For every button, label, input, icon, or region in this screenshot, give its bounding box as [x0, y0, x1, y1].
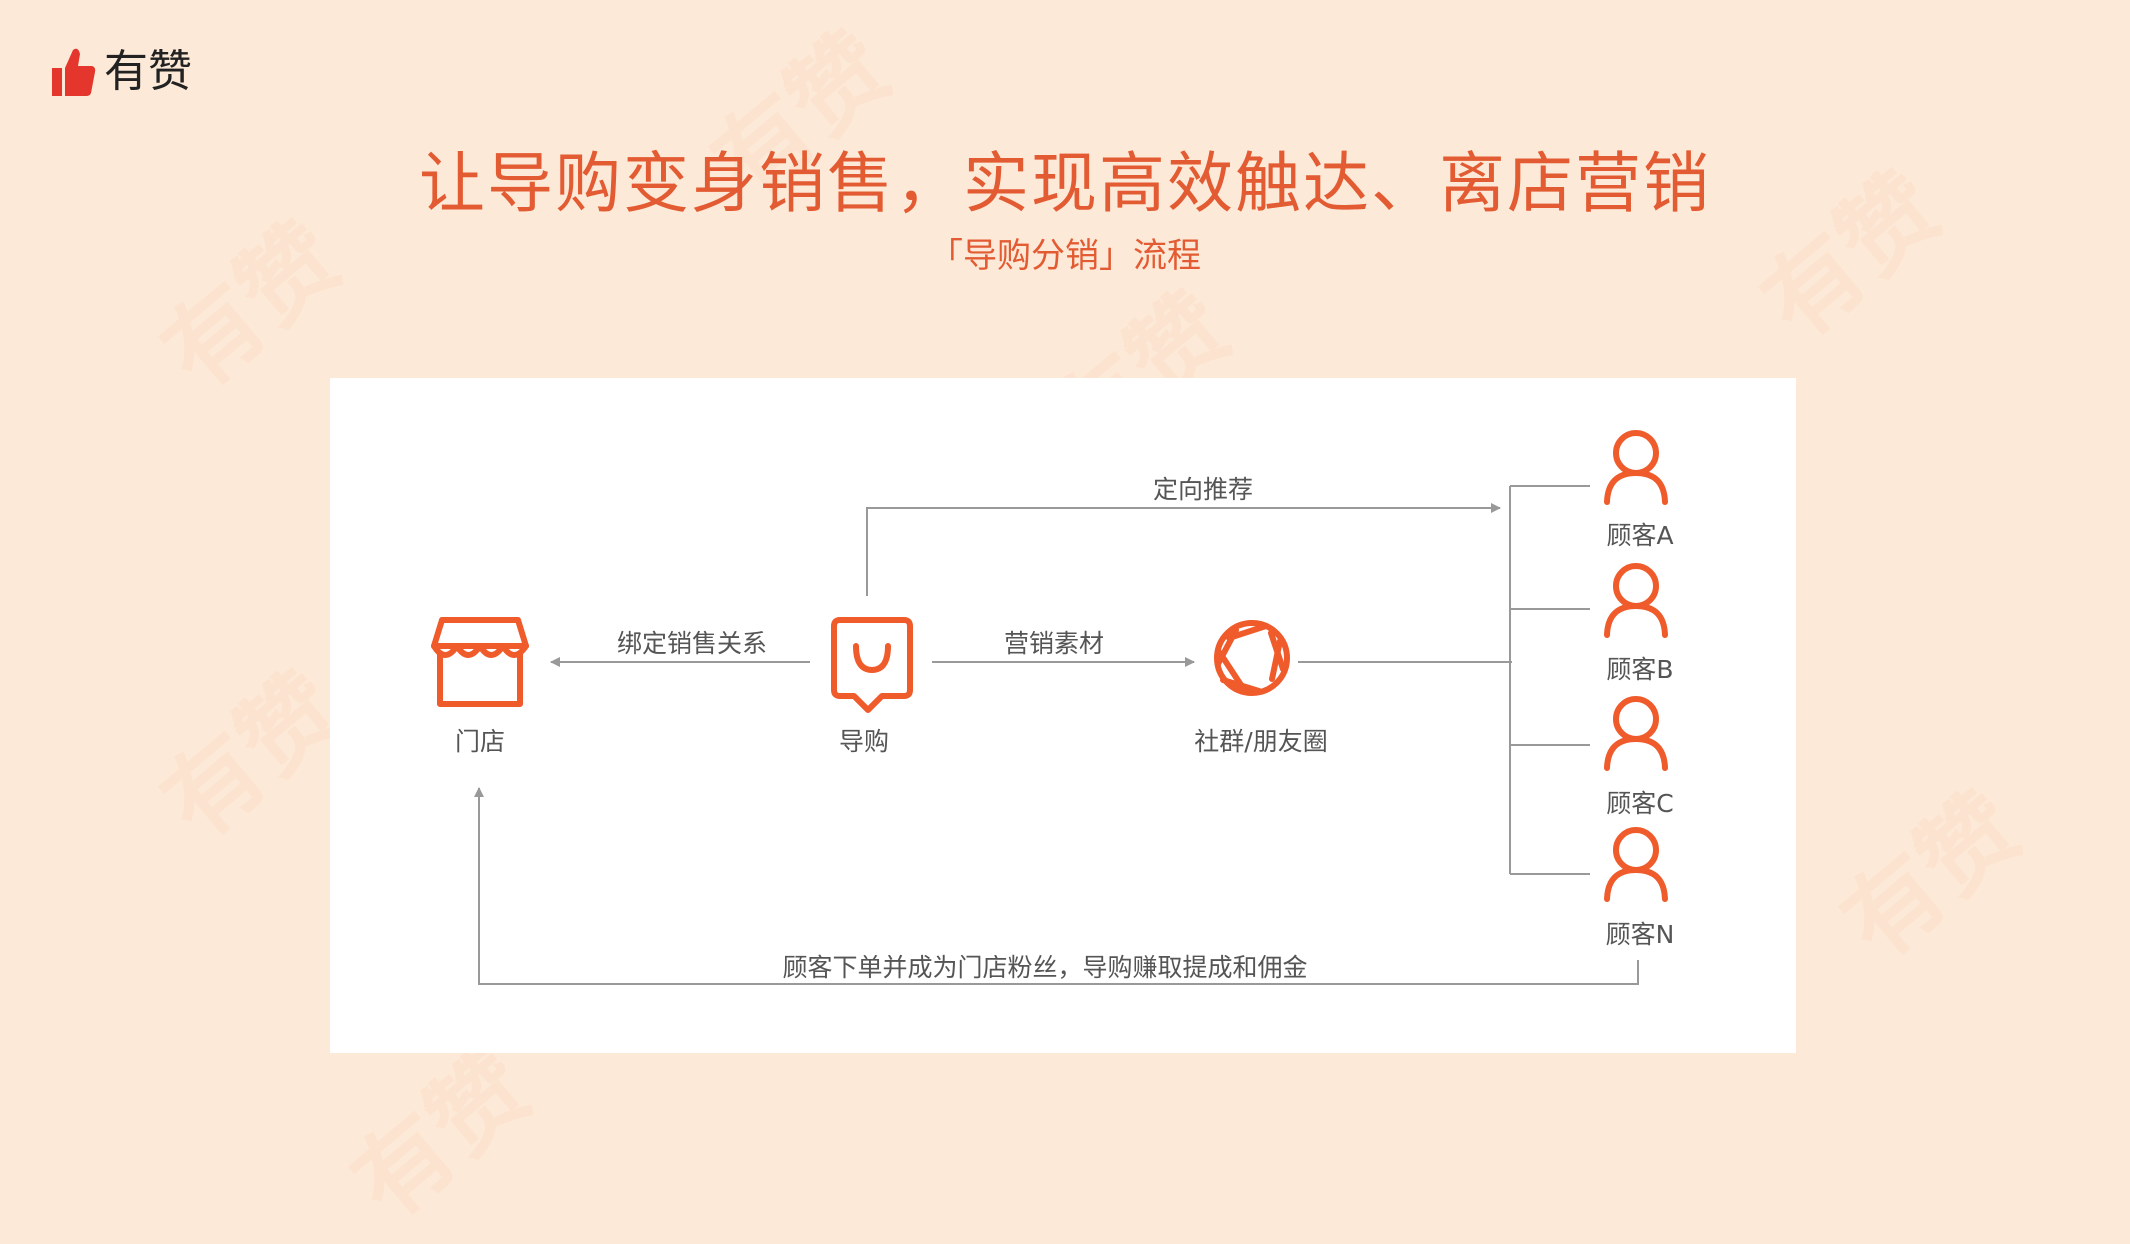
customer-label: 顾客N	[1605, 920, 1675, 949]
customer-label: 顾客B	[1606, 655, 1674, 684]
edge-label-direct: 定向推荐	[1152, 475, 1254, 504]
edge-label-bind: 绑定销售关系	[616, 629, 768, 658]
page-title: 让导购变身销售，实现高效触达、离店营销	[419, 145, 1711, 222]
edge-label-order: 顾客下单并成为门店粉丝，导购赚取提成和佣金	[782, 953, 1308, 982]
thumbs-up-icon	[52, 48, 96, 96]
node-label-store: 门店	[454, 727, 506, 756]
node-label-social: 社群/朋友圈	[1194, 727, 1328, 756]
person-icon	[1604, 827, 1668, 902]
watermark: 有赞	[1821, 771, 2042, 981]
edge-order	[474, 787, 1639, 985]
person-icon	[1604, 430, 1668, 505]
edge-label-material: 营销素材	[1003, 629, 1105, 658]
aperture-icon	[1214, 620, 1290, 696]
page-subtitle: 「导购分销」流程	[929, 236, 1201, 276]
customer-label: 顾客C	[1606, 789, 1674, 818]
person-icon	[1604, 696, 1668, 771]
store-icon	[431, 617, 529, 707]
node-label-guide: 导购	[838, 727, 890, 756]
flow-diagram: 门店 导购 社群/朋友圈 顾客A 顾客B 顾客C 顾客N 绑定销售关系 营销素材…	[330, 378, 1796, 1053]
chat-smile-icon	[831, 617, 913, 713]
person-icon	[1604, 563, 1668, 638]
customer-label: 顾客A	[1606, 521, 1674, 550]
watermark: 有赞	[141, 651, 362, 861]
brand-logo: 有赞	[50, 46, 192, 98]
brand-name: 有赞	[104, 46, 192, 97]
edge-direct	[866, 503, 1501, 596]
flow-diagram-canvas	[431, 430, 1668, 985]
